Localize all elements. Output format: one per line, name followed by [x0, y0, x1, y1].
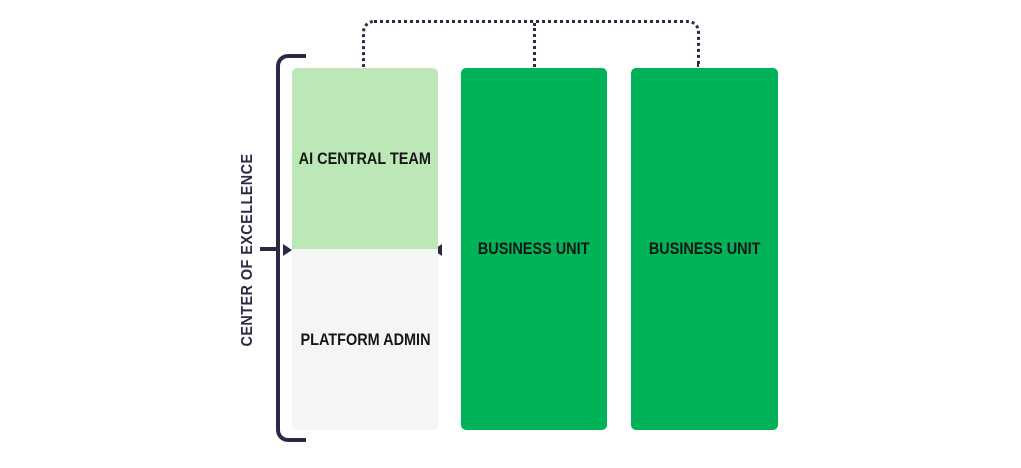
coe-column: AI CENTRAL TEAM PLATFORM ADMIN [292, 68, 438, 430]
business-unit-box: BUSINESS UNIT [631, 68, 778, 430]
business-unit-label: BUSINESS UNIT [478, 239, 590, 258]
business-unit-column-2: BUSINESS UNIT [631, 68, 778, 430]
coe-bracket [276, 54, 306, 442]
coe-vertical-label: CENTER OF EXCELLENCE [239, 153, 256, 347]
ai-central-team-label: AI CENTRAL TEAM [298, 148, 432, 168]
dotted-connector-middle-drop [533, 23, 536, 67]
platform-admin-label: PLATFORM ADMIN [299, 329, 431, 349]
platform-admin-box: PLATFORM ADMIN [292, 249, 438, 430]
coe-arrow-right-icon [283, 244, 292, 256]
ai-central-team-box: AI CENTRAL TEAM [292, 68, 438, 249]
coe-pointer-line [260, 247, 277, 251]
dotted-connector-line [362, 20, 700, 67]
business-unit-label: BUSINESS UNIT [648, 239, 761, 258]
business-unit-box: BUSINESS UNIT [461, 68, 607, 430]
business-unit-column-1: BUSINESS UNIT [461, 68, 607, 430]
